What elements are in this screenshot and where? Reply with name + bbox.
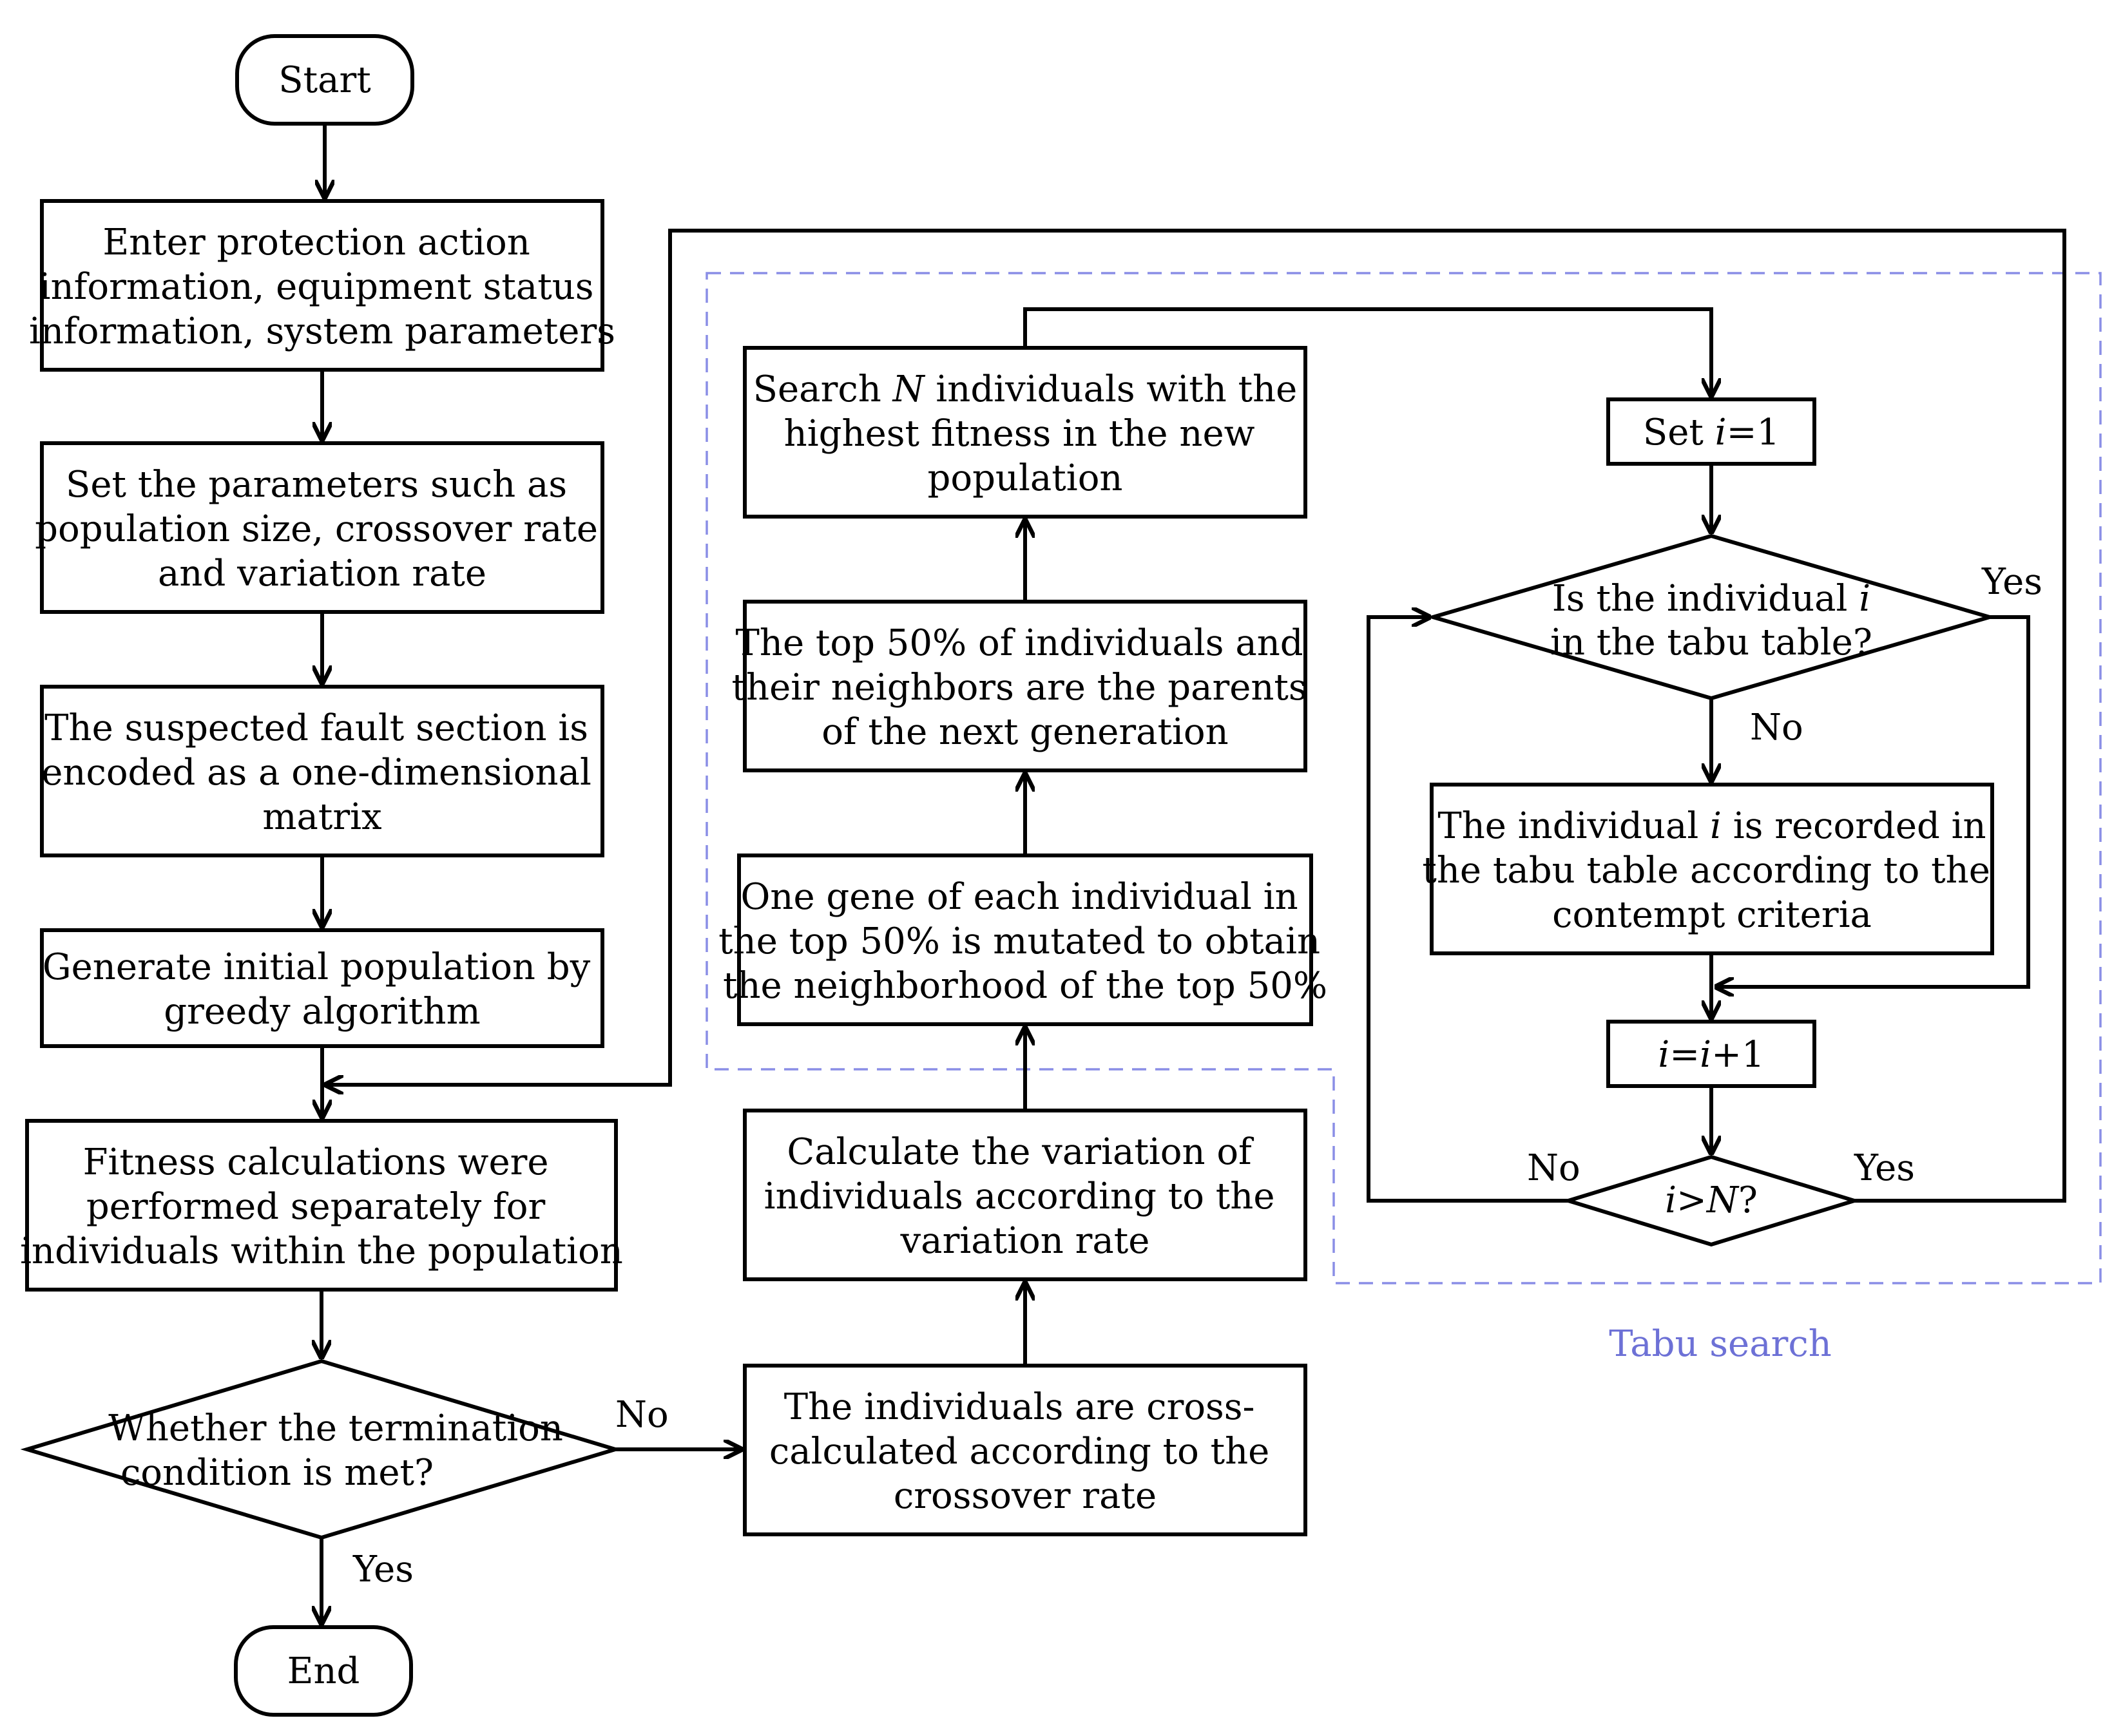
arrow-compare-yes-to-fitness bbox=[326, 229, 2066, 1203]
crossover-text: The individuals are cross- calculated ac… bbox=[769, 1386, 1281, 1517]
label-yes-end: Yes bbox=[352, 1549, 414, 1590]
search-text-line1: Search N individuals with the bbox=[753, 368, 1298, 410]
search-text-rest: highest fitness in the new population bbox=[784, 413, 1267, 499]
enter-info-text: Enter protection action information, equ… bbox=[29, 222, 615, 352]
label-yes-compare: Yes bbox=[1854, 1147, 1915, 1189]
mutate-box bbox=[737, 854, 1313, 1026]
record-box bbox=[1430, 783, 1994, 955]
parents-text: The top 50% of individuals and their nei… bbox=[732, 622, 1319, 753]
enter-info-box bbox=[40, 199, 604, 372]
set-i-text: Set i=1 bbox=[1643, 412, 1780, 453]
generate-text: Generate initial population by greedy al… bbox=[43, 946, 602, 1033]
fitness-box bbox=[25, 1119, 618, 1292]
tabu-question-line2: in the tabu table? bbox=[1550, 622, 1872, 663]
search-box bbox=[743, 346, 1307, 519]
termination-text: Whether the termination condition is met… bbox=[108, 1407, 574, 1494]
tabu-question-line1: Is the individual i bbox=[1552, 578, 1870, 620]
mutate-text: One gene of each individual in the top 5… bbox=[718, 876, 1332, 1007]
compare-decision bbox=[1561, 1154, 1861, 1247]
encode-box bbox=[40, 685, 604, 857]
tabu-search-label: Tabu search bbox=[1609, 1323, 1832, 1365]
fitness-text: Fitness calculations were performed sepa… bbox=[20, 1141, 623, 1272]
label-no-crossover: No bbox=[615, 1394, 669, 1436]
label-yes-tabu: Yes bbox=[1981, 561, 2042, 603]
label-no-tabu: No bbox=[1750, 707, 1803, 749]
record-text-line1: The individual i is recorded in bbox=[1437, 805, 1986, 847]
record-text-rest: the tabu table according to the contempt… bbox=[1422, 850, 2001, 936]
increment-text: i=i+1 bbox=[1658, 1034, 1764, 1076]
parents-box bbox=[743, 600, 1307, 772]
set-params-box bbox=[40, 441, 604, 614]
arrow-tabu-yes-bypass bbox=[1716, 615, 2030, 987]
crossover-box bbox=[743, 1364, 1307, 1536]
increment-box bbox=[1606, 1020, 1816, 1088]
start-label: Start bbox=[278, 59, 371, 101]
encode-text: The suspected fault section is encoded a… bbox=[41, 707, 602, 838]
set-i-box bbox=[1606, 397, 1816, 466]
variation-text: Calculate the variation of individuals a… bbox=[764, 1131, 1287, 1262]
compare-text: i>N? bbox=[1665, 1179, 1758, 1221]
end-terminal bbox=[234, 1625, 413, 1717]
tabu-search-region bbox=[706, 272, 2102, 1284]
generate-box bbox=[40, 928, 604, 1048]
arrow-search-to-set-i bbox=[1023, 307, 1711, 396]
variation-box bbox=[743, 1109, 1307, 1281]
set-params-text: Set the parameters such as population si… bbox=[35, 464, 610, 595]
end-label: End bbox=[287, 1650, 360, 1692]
arrow-compare-no-loop bbox=[1367, 617, 1568, 1203]
termination-decision bbox=[20, 1359, 622, 1540]
label-no-compare: No bbox=[1527, 1147, 1580, 1189]
